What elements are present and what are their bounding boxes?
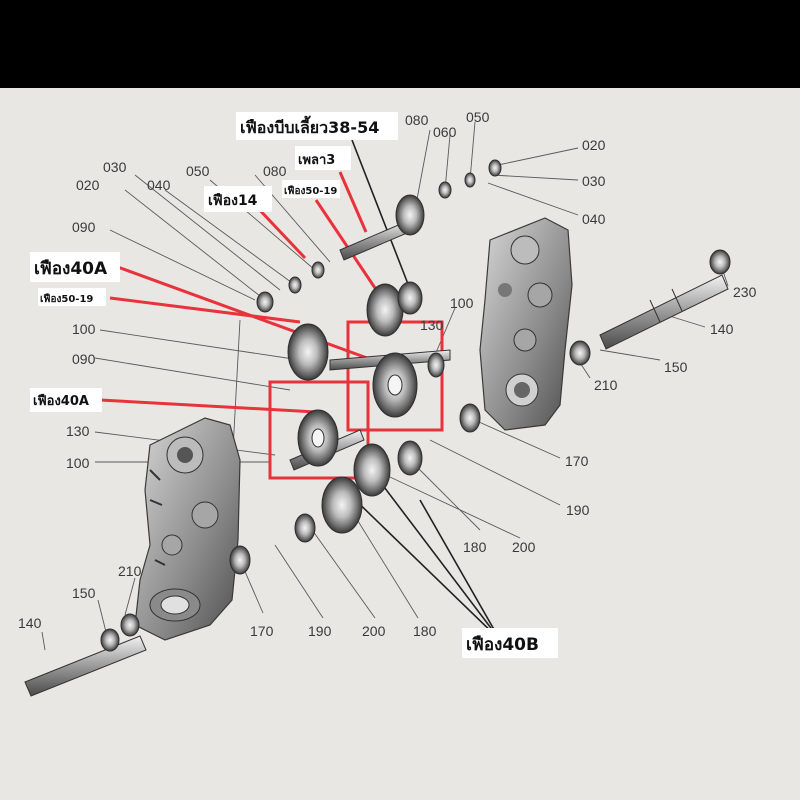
highlight-box-gear40a-left (268, 380, 370, 480)
part-number: 090 (72, 219, 96, 235)
part-number: 130 (66, 423, 90, 439)
part-number: 090 (72, 351, 96, 367)
label-gear40a-top: เฟือง40A (34, 258, 108, 279)
part-number: 210 (118, 563, 142, 579)
shafts (24, 219, 729, 697)
part-number: 050 (186, 163, 210, 179)
part-number: 040 (582, 211, 606, 227)
part-number: 200 (512, 539, 536, 555)
gears (100, 159, 731, 652)
pointer-gear50-19-left (109, 296, 301, 324)
label-gear14: เฟือง14 (208, 193, 258, 209)
part-number: 100 (450, 295, 474, 311)
part-number: 170 (250, 623, 274, 639)
label-gear40b: เฟือง40B (466, 634, 539, 655)
part-number: 040 (147, 177, 171, 193)
part-number: 200 (362, 623, 386, 639)
label-gear50-19-left: เฟือง50-19 (40, 293, 93, 305)
part-number: 180 (463, 539, 487, 555)
part-number: 210 (594, 377, 618, 393)
part-number: 150 (72, 585, 96, 601)
label-gear50-19-top: เฟือง50-19 (284, 185, 337, 197)
pointer-shaft3 (338, 171, 368, 233)
part-number: 030 (582, 173, 606, 189)
part-number: 050 (466, 109, 490, 125)
part-number: 150 (664, 359, 688, 375)
pointer-gear14 (253, 203, 307, 260)
part-number: 140 (18, 615, 42, 631)
paper-background (0, 88, 800, 800)
part-number: 080 (263, 163, 287, 179)
pointer-gear40a-mid (99, 398, 317, 414)
part-number: 080 (405, 112, 429, 128)
callout-arrows (344, 139, 501, 641)
highlight-overlay (99, 171, 444, 480)
part-number: 100 (66, 455, 90, 471)
part-number: 020 (76, 177, 100, 193)
part-number: 190 (566, 502, 590, 518)
label-gear-38-54: เฟืองบีบเลี้ยว38-54 (240, 115, 379, 137)
right-gear-housing (479, 217, 573, 431)
part-number: 170 (565, 453, 589, 469)
part-number: 180 (413, 623, 437, 639)
pointer-gear50-19-top (314, 199, 377, 289)
part-number: 140 (710, 321, 734, 337)
part-number: 100 (72, 321, 96, 337)
left-gear-housing (134, 417, 241, 641)
label-gear40a-mid: เฟือง40A (33, 393, 89, 409)
part-number: 020 (582, 137, 606, 153)
part-number: 230 (733, 284, 757, 300)
callout-labels: เฟืองบีบเลี้ยว38-54 เพลา3 เฟือง14 เฟือง5… (30, 112, 558, 658)
label-shaft3: เพลา3 (298, 153, 335, 168)
part-number: 130 (420, 317, 444, 333)
part-number: 190 (308, 623, 332, 639)
part-number: 060 (433, 124, 457, 140)
part-number-labels: 080 060 050 020 030 040 030 020 040 050 … (18, 109, 757, 639)
part-number: 030 (103, 159, 127, 175)
